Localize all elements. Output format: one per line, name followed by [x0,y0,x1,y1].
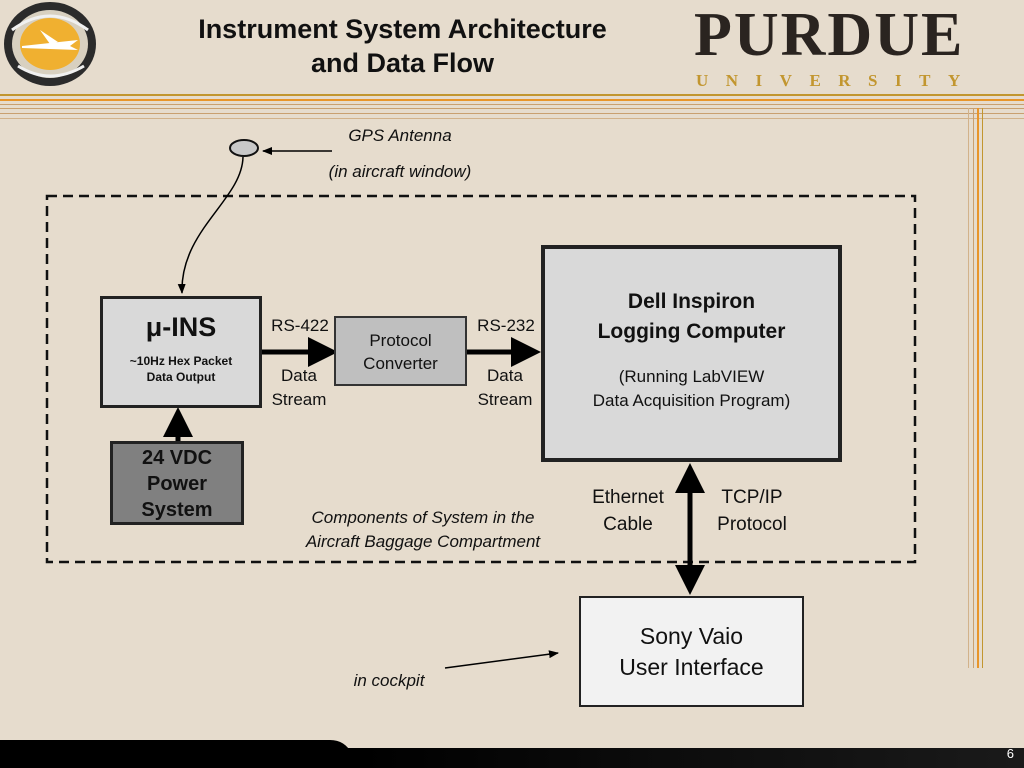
data-stream-label-right: Data Stream [477,366,533,409]
gps-antenna-icon [229,139,259,157]
dell-title-2: Logging Computer [597,320,786,343]
purdue-wordmark: PURDUE [694,1,965,69]
rs232-label: RS-232 [477,316,535,335]
power-line-3: System [141,499,213,521]
cockpit-label-arrow [444,650,559,669]
converter-line-2: Converter [363,354,438,373]
title-line-2: and Data Flow [310,48,494,78]
sony-line-1: Sony Vaio [639,623,744,649]
ins-box: μ-INS ~10Hz Hex Packet Data Output [100,296,262,408]
purdue-aero-seal-logo [4,2,96,86]
header-divider [0,94,1024,124]
converter-line-1: Protocol [369,331,432,350]
right-accent-lines [968,108,988,668]
sony-line-2: User Interface [619,654,764,680]
power-system-box: 24 VDC Power System [110,441,244,525]
gps-cable [177,156,244,294]
ins-subtitle-2: Data Output [146,370,216,384]
baggage-compartment-caption: Components of System in the Aircraft Bag… [305,508,541,551]
dell-title-1: Dell Inspiron [627,290,756,313]
purdue-university-subtitle: UNIVERSITY [696,71,978,90]
gps-antenna-sublabel: (in aircraft window) [328,162,472,181]
dell-logging-computer-box: Dell Inspiron Logging Computer (Running … [541,245,842,462]
dell-sub-1: (Running LabVIEW [618,367,765,386]
cockpit-label: in cockpit [353,671,425,690]
data-stream-label-left: Data Stream [271,366,327,409]
ins-subtitle-1: ~10Hz Hex Packet [129,354,233,368]
ins-title: μ-INS [145,312,217,342]
power-line-2: Power [146,473,208,495]
power-line-1: 24 VDC [141,447,213,469]
tcpip-protocol-label: TCP/IP Protocol [717,487,787,535]
baggage-compartment-boundary [45,194,917,564]
page-title: Instrument System Architecture and Data … [140,12,665,80]
sony-vaio-box: Sony Vaio User Interface [579,596,804,707]
title-line-1: Instrument System Architecture [198,14,607,44]
protocol-converter-box: Protocol Converter [334,316,467,386]
rs422-label: RS-422 [271,316,329,335]
ethernet-cable-label: Ethernet Cable [592,487,664,535]
dell-sub-2: Data Acquisition Program) [592,391,791,410]
gps-antenna-label: GPS Antenna [348,126,452,145]
page-number: 6 [1006,746,1014,761]
footer-bar [0,740,1024,768]
